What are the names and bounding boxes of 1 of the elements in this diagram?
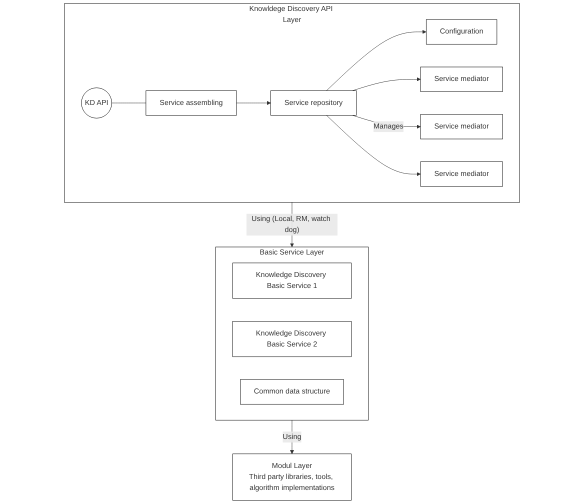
- connector: [112, 102, 146, 104]
